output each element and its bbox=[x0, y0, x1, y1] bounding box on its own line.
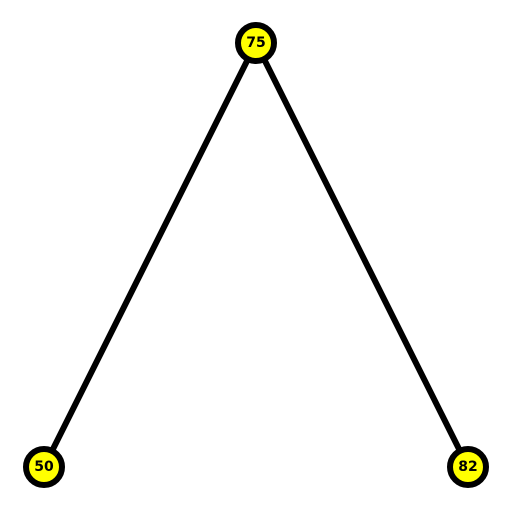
tree-edges bbox=[41, 40, 471, 470]
tree-node-left: 50 bbox=[23, 446, 65, 488]
edge-root-left bbox=[41, 40, 259, 470]
node-circle bbox=[447, 446, 489, 488]
node-label: 82 bbox=[458, 459, 477, 475]
tree-nodes: 75 50 82 bbox=[23, 22, 489, 488]
tree-node-root: 75 bbox=[235, 22, 277, 64]
node-circle bbox=[235, 22, 277, 64]
edge-root-right bbox=[253, 40, 471, 470]
node-circle bbox=[23, 446, 65, 488]
node-label: 75 bbox=[246, 35, 265, 51]
tree-node-right: 82 bbox=[447, 446, 489, 488]
node-label: 50 bbox=[34, 459, 54, 475]
